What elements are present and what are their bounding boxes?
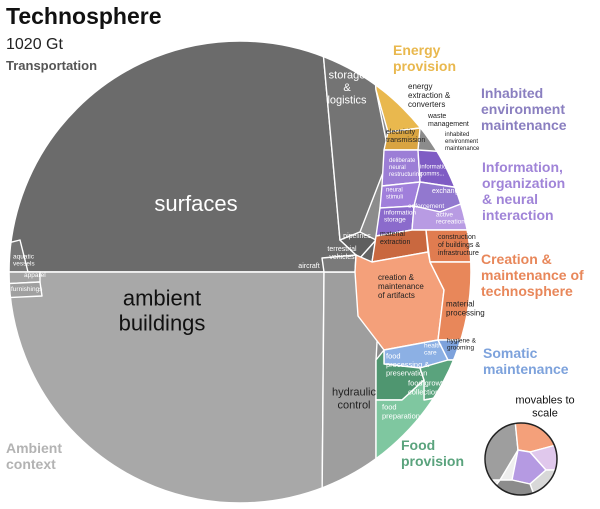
furnishings-label: furnishings [11, 286, 43, 293]
inset-dark-cell [485, 479, 537, 495]
storage-logistics-label: storage&logistics [327, 69, 367, 106]
material-processing-cell [429, 261, 471, 341]
food-growth-label: food growth &collection [408, 379, 454, 397]
surfaces-label: surfaces [154, 191, 237, 216]
total-mass: 1020 Gt [6, 36, 63, 53]
disc-outline [8, 40, 472, 504]
pipelines-label: pipelines [343, 233, 371, 240]
page-title: Technosphere [6, 3, 162, 29]
exchange-label: exchange [432, 188, 462, 195]
aircraft-label: aircraft [298, 263, 319, 270]
apparel-label: apparel [24, 272, 46, 279]
surfaces-cell [9, 41, 357, 273]
enforcement-label: enforcement [408, 203, 444, 210]
transportation-label: Transportation [6, 58, 97, 73]
hygiene-grooming-label: hygiene &grooming [447, 337, 477, 351]
inset-outline [484, 422, 558, 496]
inset-lilac-cell [529, 444, 557, 471]
